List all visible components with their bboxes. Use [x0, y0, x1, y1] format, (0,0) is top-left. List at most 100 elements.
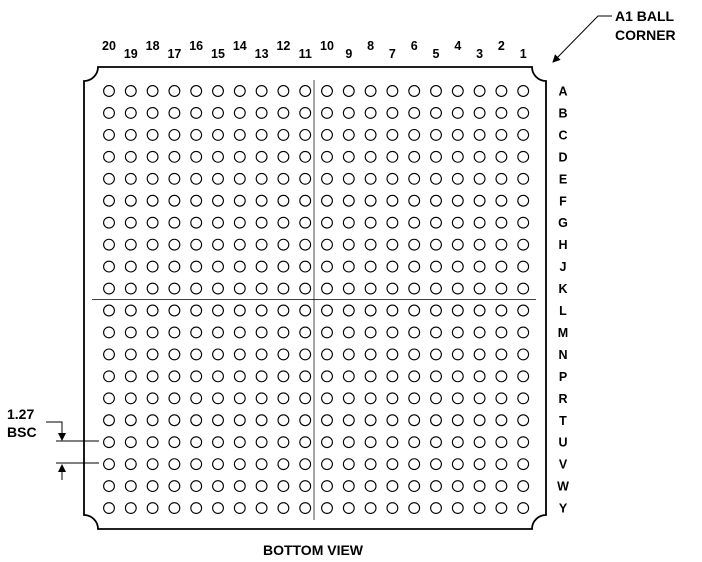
ball-E17 [168, 172, 181, 185]
ball-F17 [168, 194, 181, 207]
column-label: 16 [189, 39, 203, 53]
column-label: 19 [124, 47, 138, 61]
ball-K3 [473, 282, 486, 295]
ball-L18 [146, 304, 159, 317]
column-label: 20 [102, 39, 116, 53]
ball-L6 [408, 304, 421, 317]
ball-L14 [233, 304, 246, 317]
ball-N4 [451, 348, 464, 361]
ball-T17 [168, 414, 181, 427]
ball-U3 [473, 436, 486, 449]
ball-M2 [495, 326, 508, 339]
ball-A20 [103, 85, 115, 97]
column-label: 15 [211, 47, 225, 61]
ball-T20 [103, 414, 115, 427]
ball-Y12 [277, 502, 290, 514]
ball-T16 [190, 414, 203, 427]
ball-J12 [277, 260, 290, 273]
ball-B11 [299, 106, 312, 119]
a1-corner-label-line1: A1 BALL [615, 8, 675, 24]
ball-V11 [299, 458, 312, 471]
ball-W2 [495, 480, 508, 493]
ball-R13 [255, 392, 268, 405]
bottom-view-caption: BOTTOM VIEW [263, 542, 364, 558]
ball-P1 [517, 370, 530, 383]
ball-U19 [124, 436, 137, 449]
ball-A7 [386, 85, 399, 97]
ball-L20 [103, 304, 115, 317]
ball-B20 [103, 106, 115, 119]
ball-E6 [408, 172, 421, 185]
ball-G5 [430, 216, 442, 229]
ball-G15 [212, 216, 224, 229]
ball-R18 [146, 392, 159, 405]
ball-A8 [364, 85, 377, 97]
ball-A1 [517, 85, 530, 97]
ball-B5 [430, 106, 442, 119]
ball-M19 [124, 326, 137, 339]
ball-T5 [430, 414, 442, 427]
ball-R1 [517, 392, 530, 405]
ball-K20 [103, 282, 115, 295]
ball-F16 [190, 194, 203, 207]
ball-C15 [212, 128, 224, 141]
ball-R17 [168, 392, 181, 405]
ball-G18 [146, 216, 159, 229]
ball-T19 [124, 414, 137, 427]
ball-C9 [342, 128, 355, 141]
ball-C3 [473, 128, 486, 141]
ball-G7 [386, 216, 399, 229]
ball-C20 [103, 128, 115, 141]
ball-L8 [364, 304, 377, 317]
ball-E9 [342, 172, 355, 185]
ball-E18 [146, 172, 159, 185]
ball-T7 [386, 414, 399, 427]
column-label: 11 [299, 47, 312, 61]
column-label: 10 [320, 39, 334, 53]
ball-C7 [386, 128, 399, 141]
ball-M1 [517, 326, 530, 339]
ball-A10 [321, 85, 333, 97]
ball-L3 [473, 304, 486, 317]
ball-R3 [473, 392, 486, 405]
ball-V3 [473, 458, 486, 471]
ball-J18 [146, 260, 159, 273]
ball-D4 [451, 150, 464, 163]
ball-P4 [451, 370, 464, 383]
ball-D5 [430, 150, 442, 163]
ball-U12 [277, 436, 290, 449]
ball-U16 [190, 436, 203, 449]
ball-H1 [517, 238, 530, 251]
ball-D12 [277, 150, 290, 163]
row-label: U [558, 436, 567, 450]
ball-M18 [146, 326, 159, 339]
ball-V18 [146, 458, 159, 471]
ball-M12 [277, 326, 290, 339]
ball-K1 [517, 282, 530, 295]
ball-H20 [103, 238, 115, 251]
ball-C4 [451, 128, 464, 141]
column-label: 8 [367, 39, 374, 53]
ball-T18 [146, 414, 159, 427]
ball-F9 [342, 194, 355, 207]
ball-E5 [430, 172, 442, 185]
ball-J8 [364, 260, 377, 273]
ball-D7 [386, 150, 399, 163]
ball-F13 [255, 194, 268, 207]
ball-M3 [473, 326, 486, 339]
ball-N14 [233, 348, 246, 361]
ball-H2 [495, 238, 508, 251]
row-label: A [558, 85, 567, 99]
ball-C12 [277, 128, 290, 141]
ball-D11 [299, 150, 312, 163]
ball-M9 [342, 326, 355, 339]
column-label: 18 [146, 39, 160, 53]
ball-M17 [168, 326, 181, 339]
ball-K4 [451, 282, 464, 295]
ball-Y3 [473, 502, 486, 514]
ball-B8 [364, 106, 377, 119]
ball-L9 [342, 304, 355, 317]
ball-T9 [342, 414, 355, 427]
